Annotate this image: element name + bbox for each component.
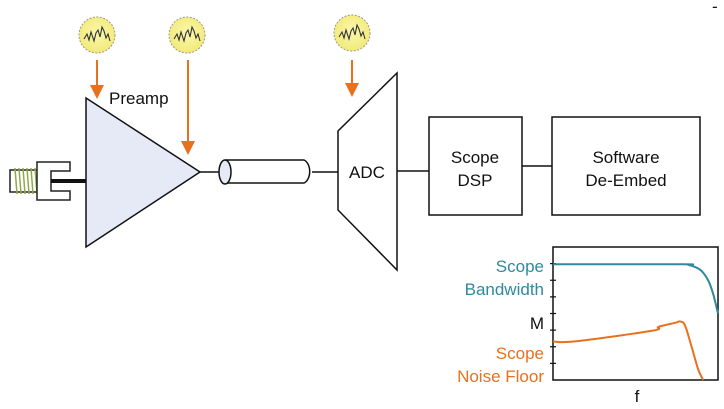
software-deembed-label-line2: De-Embed [585, 171, 666, 190]
preamp-label: Preamp [109, 89, 169, 108]
noise-floor-series-line [552, 320, 705, 381]
noise-arrow-icon [181, 60, 195, 155]
coax-cable-icon [218, 159, 311, 185]
scope-dsp-block [428, 116, 523, 216]
software-deembed-block [551, 116, 701, 216]
scope-dsp-label-line1: Scope [451, 148, 499, 167]
y-axis-label: M [530, 314, 544, 333]
software-deembed-label-line1: Software [592, 148, 659, 167]
noise-arrow-icon [345, 60, 359, 97]
noise-source-icon [78, 16, 116, 54]
noise-floor-label-line2: Noise Floor [457, 367, 544, 386]
bandwidth-noise-chart: Scope Bandwidth M Scope Noise Floor f [457, 246, 719, 406]
sma-connector-icon [9, 161, 86, 201]
noise-arrow-icon [90, 60, 104, 99]
bandwidth-label-line1: Scope [496, 257, 544, 276]
adc-block [337, 71, 398, 272]
noise-source-icon [333, 14, 371, 52]
preamp-block [85, 96, 202, 249]
corner-mark: - [712, 0, 718, 16]
noise-source-icon [168, 16, 206, 54]
noise-floor-label-line1: Scope [496, 344, 544, 363]
scope-dsp-label-line2: DSP [458, 171, 493, 190]
bandwidth-series-line [552, 263, 719, 314]
x-axis-label: f [635, 387, 640, 406]
adc-label: ADC [349, 163, 385, 182]
bandwidth-label-line2: Bandwidth [465, 280, 544, 299]
